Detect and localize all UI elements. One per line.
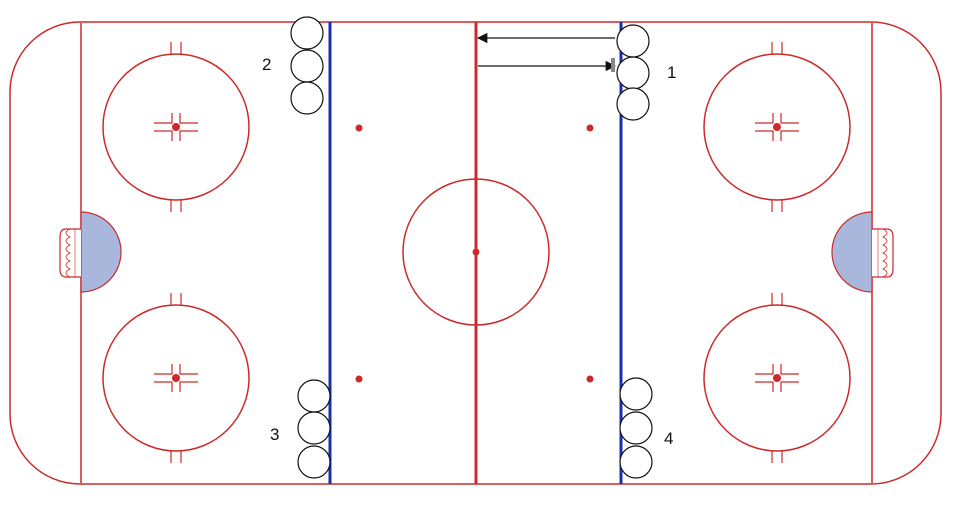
faceoff-l-mark xyxy=(755,364,774,375)
faceoff-dot xyxy=(773,123,781,131)
faceoff-circle-top-right xyxy=(703,42,851,212)
faceoff-l-mark xyxy=(780,381,799,392)
faceoff-l-mark xyxy=(154,130,173,141)
player-group-label: 3 xyxy=(270,425,279,444)
player-group-4: 4 xyxy=(619,377,673,479)
faceoff-circle-ring xyxy=(703,304,851,452)
faceoff-l-mark xyxy=(780,113,799,124)
faceoff-l-mark xyxy=(780,130,799,141)
faceoff-l-mark xyxy=(755,381,774,392)
left-goal-crease xyxy=(80,211,122,293)
faceoff-dot xyxy=(172,123,180,131)
neutral-dot xyxy=(586,375,594,383)
neutral-dot xyxy=(586,124,594,132)
player-group-label: 4 xyxy=(664,429,673,448)
faceoff-l-mark xyxy=(179,364,198,375)
player-circle xyxy=(290,16,324,50)
player-group-label: 2 xyxy=(262,55,271,74)
faceoff-l-mark xyxy=(154,381,173,392)
player-circle xyxy=(290,81,324,115)
center-circle xyxy=(402,178,550,326)
faceoff-circle-ring xyxy=(102,53,250,201)
faceoff-circle-ring xyxy=(703,53,851,201)
player-circle xyxy=(616,24,650,58)
faceoff-circle-bottom-left xyxy=(102,293,250,463)
player-circle xyxy=(619,411,653,445)
neutral-dot xyxy=(355,124,363,132)
faceoff-dot xyxy=(773,374,781,382)
player-circle xyxy=(619,377,653,411)
pass-arrows xyxy=(476,32,617,72)
faceoff-dot xyxy=(172,374,180,382)
faceoff-l-mark xyxy=(179,381,198,392)
center-faceoff-dot xyxy=(472,248,480,256)
faceoff-l-mark xyxy=(780,364,799,375)
player-circle xyxy=(297,445,331,479)
faceoff-l-mark xyxy=(755,130,774,141)
player-circle xyxy=(616,87,650,121)
player-group-label: 1 xyxy=(667,63,676,82)
faceoff-l-mark xyxy=(154,364,173,375)
faceoff-circle-ring xyxy=(102,304,250,452)
player-circle xyxy=(616,56,650,90)
player-circle xyxy=(297,379,331,413)
neutral-dot xyxy=(355,375,363,383)
faceoff-circle-top-left xyxy=(102,42,250,212)
left-goal-net xyxy=(59,228,81,278)
faceoff-l-mark xyxy=(179,113,198,124)
player-group-2: 2 xyxy=(262,16,324,115)
arrow-tick xyxy=(611,58,615,72)
faceoff-l-mark xyxy=(154,113,173,124)
player-circle xyxy=(297,411,331,445)
faceoff-circle-bottom-right xyxy=(703,293,851,463)
player-group-1: 1 xyxy=(616,24,676,121)
faceoff-l-mark xyxy=(179,130,198,141)
player-group-3: 3 xyxy=(270,379,331,479)
player-circle xyxy=(290,49,324,83)
player-circle xyxy=(619,445,653,479)
faceoff-l-mark xyxy=(755,113,774,124)
right-goal-net xyxy=(872,228,894,278)
right-goal-crease xyxy=(831,211,873,293)
